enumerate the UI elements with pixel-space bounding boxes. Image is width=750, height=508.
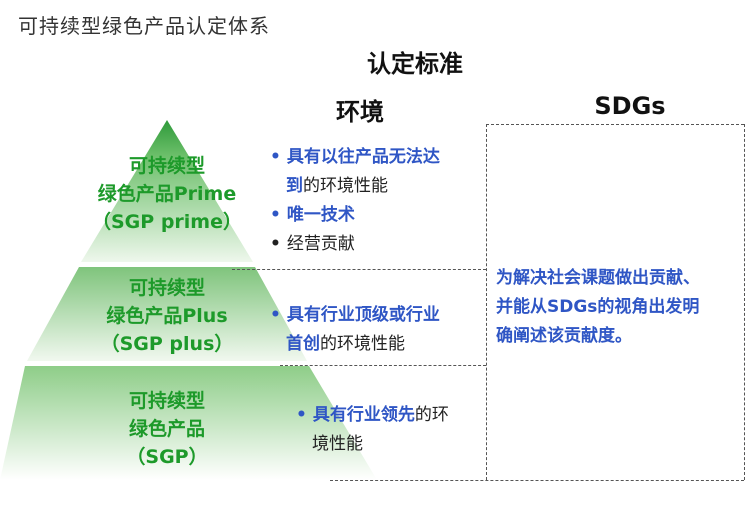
tier-sgp-line3: （SGP）	[126, 446, 208, 468]
environment-column-header: 环境	[336, 98, 384, 126]
bullet-text: 的环境性能	[320, 334, 405, 354]
tier-divider-1	[232, 269, 486, 270]
bullet-text: 的环	[414, 405, 449, 425]
bullet-text: 境性能	[312, 434, 363, 454]
tier-sgp-line2: 绿色产品	[128, 418, 205, 440]
bullet-icon: •	[270, 205, 281, 225]
bullet-highlight: 唯一技术	[286, 205, 355, 225]
bottom-border	[330, 480, 744, 481]
list-item: •唯一技术	[270, 201, 486, 230]
tier-plus-line3: （SGP plus）	[100, 333, 234, 355]
bullet-icon: •	[270, 305, 281, 325]
tier-prime-line2: 绿色产品Prime	[97, 183, 237, 205]
bullet-text: 的环境性能	[303, 176, 388, 196]
bullet-icon: •	[296, 405, 307, 425]
sdgs-line3: 确阐述该贡献度。	[496, 326, 632, 346]
bullet-text: 经营贡献	[286, 234, 355, 254]
bullet-highlight: 首创	[286, 334, 320, 354]
pyramid-tier-top	[81, 120, 253, 262]
sdgs-top-border	[486, 124, 744, 125]
sdgs-description: 为解决社会课题做出贡献、 并能从SDGs的视角出发明 确阐述该贡献度。	[496, 264, 736, 351]
sdgs-line2: 并能从SDGs的视角出发明	[496, 297, 700, 317]
tier-plus-label: 可持续型 绿色产品Plus （SGP plus）	[67, 274, 267, 358]
column-divider	[486, 124, 487, 480]
list-item-continuation: 境性能	[296, 430, 486, 459]
tier-prime-line3: （SGP prime）	[92, 211, 242, 233]
bullet-icon: •	[270, 234, 281, 254]
sdgs-column-header: SDGs	[594, 92, 666, 120]
list-item: •具有行业领先的环	[296, 401, 486, 430]
list-item: •经营贡献	[270, 230, 486, 259]
list-item-continuation: 首创的环境性能	[270, 330, 486, 359]
bullet-highlight: 具有以往产品无法达	[286, 147, 440, 167]
list-item: •具有以往产品无法达	[270, 143, 486, 172]
page-title: 可持续型绿色产品认定体系	[18, 14, 270, 38]
tier-prime-label: 可持续型 绿色产品Prime （SGP prime）	[67, 152, 267, 236]
tier-sgp-line1: 可持续型	[128, 390, 205, 412]
tier-plus-line1: 可持续型	[128, 277, 205, 299]
pyramid-tier-bottom	[0, 366, 377, 480]
list-item-continuation: 到的环境性能	[270, 172, 486, 201]
bullet-highlight: 具有行业顶级或行业	[286, 305, 440, 325]
tier-sgp-label: 可持续型 绿色产品 （SGP）	[67, 387, 267, 471]
pyramid-tier-middle	[27, 267, 307, 361]
tier-plus-line2: 绿色产品Plus	[106, 305, 228, 327]
bullet-highlight: 具有行业领先	[312, 405, 415, 425]
tier-prime-line1: 可持续型	[128, 155, 205, 177]
list-item: •具有行业顶级或行业	[270, 301, 486, 330]
tier-divider-2	[280, 365, 486, 366]
sgp-bullets: •具有行业领先的环 境性能	[296, 401, 486, 459]
bullet-highlight: 到	[286, 176, 303, 196]
prime-bullets: •具有以往产品无法达 到的环境性能 •唯一技术 •经营贡献	[270, 143, 486, 259]
plus-bullets: •具有行业顶级或行业 首创的环境性能	[270, 301, 486, 359]
sdgs-line1: 为解决社会课题做出贡献、	[496, 268, 700, 288]
sdgs-right-border	[744, 124, 745, 480]
criteria-header: 认定标准	[367, 50, 463, 78]
bullet-icon: •	[270, 147, 281, 167]
